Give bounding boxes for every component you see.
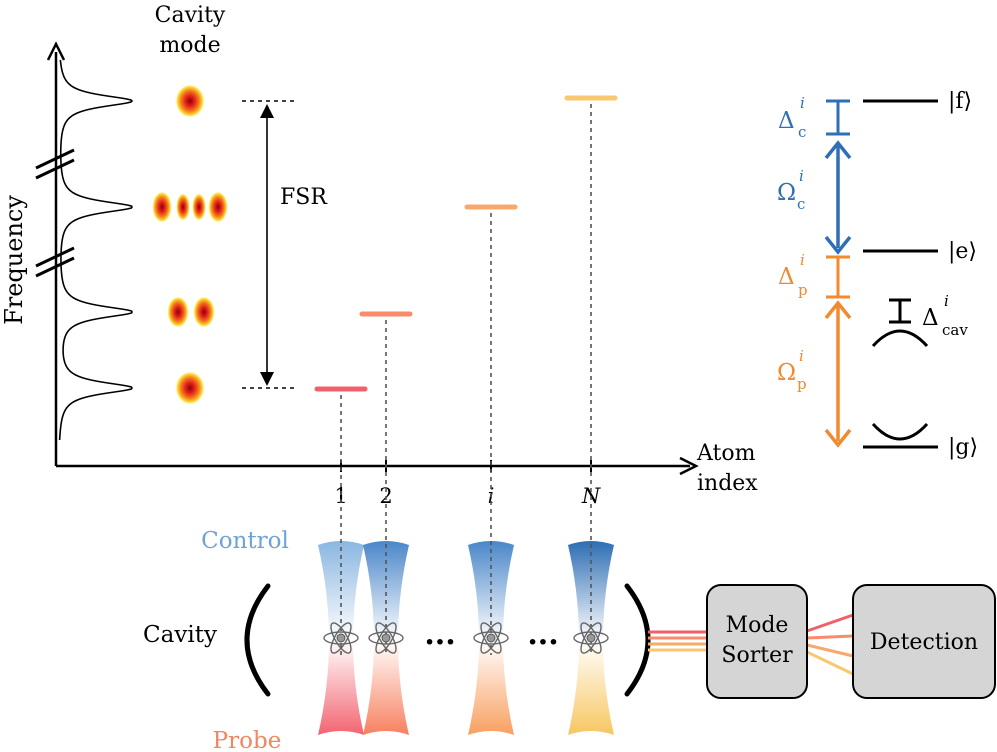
delta-p-label: Δ i p <box>778 251 808 299</box>
delta-p-sup: i <box>800 251 805 269</box>
control-detuning-bracket <box>826 99 850 136</box>
probe-rabi-arrow <box>824 300 852 448</box>
mode-profile-top <box>175 84 205 118</box>
fsr-marker <box>242 100 294 389</box>
atom-icon <box>473 622 509 654</box>
atom-index-axis <box>56 456 699 476</box>
state-g-label: |g⟩ <box>948 435 978 460</box>
x-axis-label-line2: index <box>697 471 758 496</box>
control-label: Control <box>201 528 289 554</box>
mode-profile-bottom <box>175 371 205 405</box>
delta-c-label: Δ i c <box>778 94 806 141</box>
delta-cav-symbol: Δ <box>922 305 939 331</box>
delta-cav-sup: i <box>944 292 949 310</box>
sorter-output-lines <box>806 613 854 676</box>
probe-beam-4 <box>568 640 614 735</box>
cavity-output-fibers <box>648 630 707 652</box>
atom-levels <box>314 95 618 472</box>
detection-box <box>852 584 996 699</box>
probe-label: Probe <box>213 728 282 752</box>
cavity-mode-title-line2: mode <box>159 33 220 58</box>
probe-beam-1 <box>318 640 364 735</box>
control-beam-4 <box>568 541 614 640</box>
omega-c-label: Ω i c <box>777 167 805 213</box>
omega-c-symbol: Ω <box>777 180 796 206</box>
mode-profile-four-lobe <box>152 191 228 223</box>
ellipsis-1: ··· <box>424 625 455 660</box>
mode-profile-two-lobe <box>167 296 215 328</box>
mode-sorter-label-line2: Sorter <box>721 643 793 668</box>
delta-cav-label: Δ i cav <box>922 292 968 339</box>
omega-p-label: Ω i p <box>777 347 807 393</box>
cavity-spectrum-curve <box>58 59 134 441</box>
delta-cav-sub: cav <box>942 321 968 339</box>
delta-p-symbol: Δ <box>778 264 795 290</box>
delta-c-sub: c <box>798 123 806 141</box>
probe-beam-2 <box>363 640 409 735</box>
delta-c-symbol: Δ <box>778 108 795 134</box>
omega-p-sup: i <box>799 347 804 365</box>
laser-beams <box>318 541 614 735</box>
control-beam-2 <box>363 541 409 640</box>
cavity-mirror-right <box>624 583 651 697</box>
control-rabi-arrow <box>824 140 852 255</box>
fsr-label: FSR <box>280 185 328 210</box>
omega-c-sup: i <box>799 167 804 185</box>
omega-p-sub: p <box>797 375 807 393</box>
axis-break-marks <box>35 148 75 278</box>
energy-level-diagram <box>824 99 938 449</box>
y-axis-label: Frequency <box>0 195 28 325</box>
delta-c-sup: i <box>800 94 805 112</box>
cavity-mirror-left <box>244 583 271 697</box>
ellipsis-2: ··· <box>527 625 558 660</box>
cavity-label: Cavity <box>143 622 217 648</box>
omega-c-sub: c <box>797 195 805 213</box>
atom-icon <box>323 622 359 654</box>
atoms <box>323 622 609 654</box>
frequency-axis <box>46 41 66 466</box>
omega-p-symbol: Ω <box>777 360 796 386</box>
detection-label: Detection <box>870 630 978 655</box>
x-axis-label-line1: Atom <box>696 441 756 466</box>
mode-sorter-box <box>706 584 808 699</box>
atom-tick-1: 1 <box>334 484 347 508</box>
cavity-mode-title-line1: Cavity <box>155 3 226 28</box>
state-e-label: |e⟩ <box>948 239 977 264</box>
probe-detuning-bracket <box>826 255 850 299</box>
state-f-label: |f⟩ <box>948 89 972 114</box>
atom-guide-lines <box>340 104 592 655</box>
mode-sorter-label-line1: Mode <box>726 613 789 638</box>
cavity-detuning-symbol <box>871 298 929 441</box>
delta-p-sub: p <box>798 281 808 299</box>
atom-icon <box>573 622 609 654</box>
probe-beam-3 <box>468 640 514 735</box>
atom-icon <box>368 622 404 654</box>
